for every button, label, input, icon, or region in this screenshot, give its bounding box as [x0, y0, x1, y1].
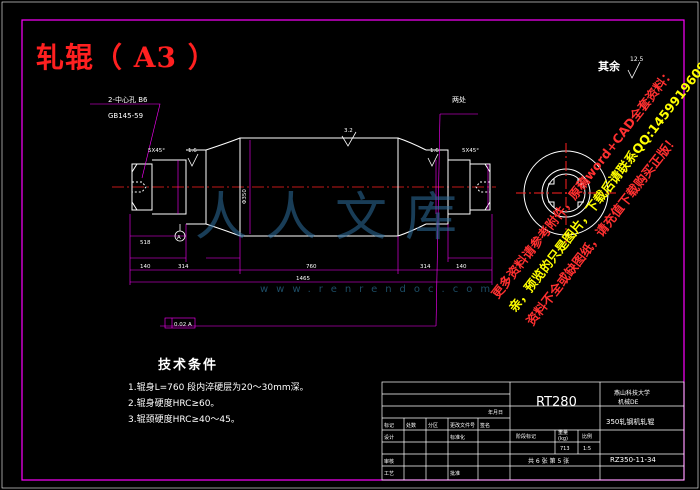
- scale-value: 1:5: [583, 446, 591, 452]
- row-zone: 分区: [428, 422, 438, 429]
- roughness-right: 1.6: [430, 148, 439, 154]
- roughness-left: 1.6: [188, 148, 197, 154]
- weight-unit: (kg): [558, 436, 568, 442]
- drawing-number: RZ350-11-34: [610, 456, 656, 464]
- row-std: 标准化: [450, 434, 465, 441]
- dimension-lines: [90, 103, 493, 329]
- title-block-texts: RT280 燕山科技大学 机械DE 350轧钢机轧辊 RZ350-11-34 共…: [384, 389, 656, 477]
- dim-left-len-2: 314: [178, 264, 189, 270]
- note-center-hole: 2-中心孔 B6: [108, 95, 148, 104]
- dim-chamfer-left: 5X45°: [148, 148, 165, 154]
- dim-left-neck: 518: [140, 240, 151, 246]
- dim-total-length: 1465: [296, 276, 310, 282]
- sheet-border: [21, 19, 685, 481]
- note-both-ends: 两处: [452, 95, 466, 104]
- sheet-title: 轧辊（ A3 ）: [36, 41, 217, 74]
- tolerance-ref: A: [188, 322, 192, 328]
- tolerance-value: 0.02: [174, 322, 186, 328]
- part-name: 350轧钢机轧辊: [606, 417, 654, 426]
- roughness-symbols: [187, 61, 641, 167]
- row-design: 设计: [384, 434, 394, 441]
- school-sub: 机械DE: [618, 398, 639, 406]
- dimension-texts: 2-中心孔 B6 GB145-59 两处 5X45° 5X45° 1465 76…: [108, 95, 479, 328]
- technical-item-2: 2.辊身硬度HRC≥60。: [128, 399, 220, 409]
- dim-right-len-1: 314: [420, 264, 431, 270]
- title-block-frame: [381, 381, 685, 481]
- roughness-body: 3.2: [344, 128, 353, 134]
- dim-body-length: 760: [306, 264, 317, 270]
- technical-item-1: 1.辊身L=760 段内淬硬层为20～30mm深。: [128, 383, 309, 393]
- rest-roughness-value: 12.5: [630, 56, 644, 63]
- row-check: 审核: [384, 458, 394, 465]
- logo-watermark: 人人文库: [195, 188, 476, 248]
- roll-shaft: [131, 137, 491, 237]
- stage-label: 阶段标记: [516, 433, 536, 440]
- row-process: 工艺: [384, 471, 394, 477]
- part-number: RT280: [536, 395, 577, 410]
- note-center-hole-std: GB145-59: [108, 112, 143, 120]
- technical-heading: 技术条件: [158, 358, 219, 373]
- site-watermark: www.renrendoc.com: [260, 284, 499, 295]
- technical-item-3: 3.辊颈硬度HRC≥40～45。: [128, 415, 240, 425]
- row-date: 年月日: [488, 409, 503, 416]
- row-sign: 签名: [480, 422, 490, 429]
- school-name: 燕山科技大学: [614, 389, 650, 397]
- dim-right-len-2: 140: [456, 264, 467, 270]
- dim-chamfer-right: 5X45°: [462, 148, 479, 154]
- datum-marker: [174, 224, 186, 242]
- sheet-info: 共 6 张 第 5 张: [528, 457, 569, 465]
- weight-value: 713: [560, 446, 570, 452]
- row-mark: 标记: [384, 422, 394, 429]
- weight-label: 重量: [558, 429, 568, 436]
- row-doc: 更改文件号: [450, 422, 475, 429]
- row-approve: 批准: [450, 470, 460, 477]
- dim-body-diameter: Φ350: [242, 189, 248, 204]
- dim-left-len-1: 140: [140, 264, 151, 270]
- scale-label: 比例: [582, 433, 592, 440]
- end-view: [516, 143, 616, 243]
- datum-label: A: [177, 235, 181, 241]
- row-count: 处数: [406, 422, 416, 429]
- rest-roughness-label: 其余: [598, 60, 620, 73]
